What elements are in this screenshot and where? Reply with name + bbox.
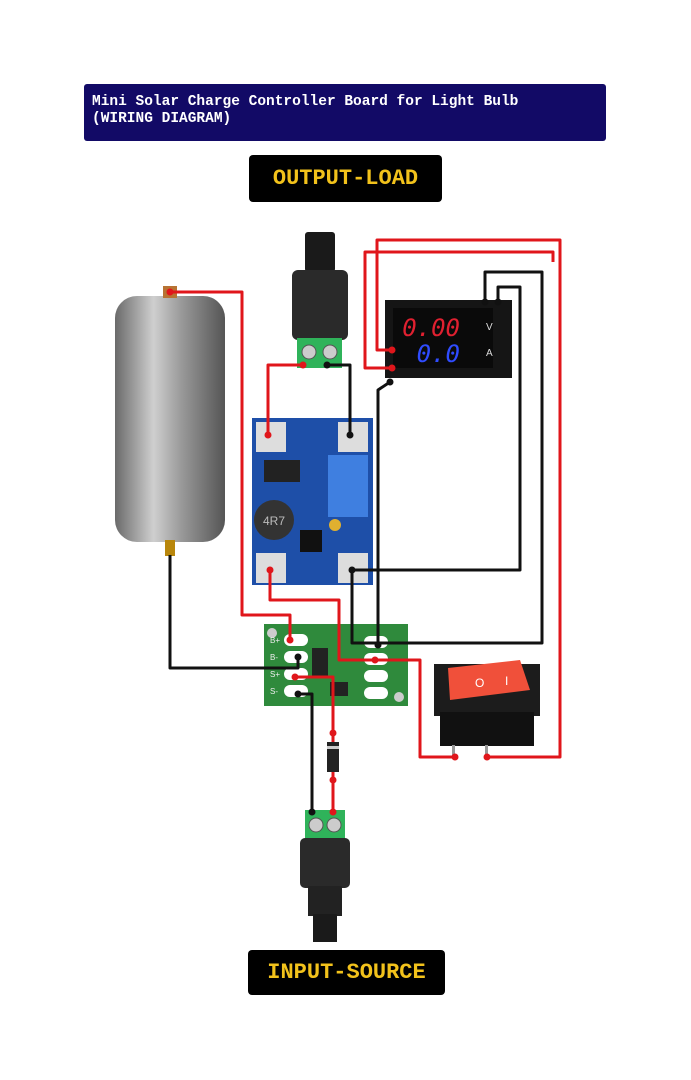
boost-converter-board: 4R7 xyxy=(252,418,373,585)
wire-output-positive xyxy=(266,363,303,435)
wire-boost-to-meter-b xyxy=(350,270,544,645)
voltage-readout: 0.00 xyxy=(402,314,460,342)
output-load-label: OUTPUT-LOAD xyxy=(249,155,442,202)
pad-s-plus: S+ xyxy=(270,670,280,679)
pad-b-plus: B+ xyxy=(270,636,280,645)
wire-battery-negative xyxy=(168,555,300,670)
pad-b-minus: B- xyxy=(270,653,278,662)
switch-on-mark: I xyxy=(505,674,508,688)
input-source-label: INPUT-SOURCE xyxy=(248,950,445,995)
title-line-2: (WIRING DIAGRAM) xyxy=(92,111,232,127)
pad-s-minus: S- xyxy=(270,687,278,696)
battery-negative-terminal xyxy=(165,540,175,556)
diode xyxy=(327,742,339,772)
rocker-switch[interactable]: O I xyxy=(434,660,540,757)
diagram-title: Mini Solar Charge Controller Board for L… xyxy=(84,84,606,141)
input-dc-jack xyxy=(300,810,350,942)
wire-solar-negative xyxy=(298,692,314,812)
title-line-1: Mini Solar Charge Controller Board for L… xyxy=(92,94,519,110)
switch-off-mark: O xyxy=(475,676,484,690)
voltage-unit: V xyxy=(486,322,493,333)
wire-battery-positive xyxy=(170,290,292,640)
potentiometer xyxy=(328,455,368,517)
inductor xyxy=(254,500,294,540)
wire-meter-supply xyxy=(363,250,555,370)
output-dc-jack xyxy=(292,232,348,368)
wire-output-negative xyxy=(327,363,352,435)
current-readout: 0.0 xyxy=(417,340,460,368)
volt-amp-meter: 0.00 V 0.0 A xyxy=(385,300,512,378)
current-unit: A xyxy=(486,348,493,359)
wire-boost-to-meter-a xyxy=(352,285,522,572)
wire-solar-positive xyxy=(295,675,335,742)
inductor-label: 4R7 xyxy=(263,514,285,528)
wires xyxy=(168,238,562,812)
wire-meter-negative xyxy=(376,380,391,645)
wire-boost-to-switch xyxy=(268,570,455,759)
battery xyxy=(115,286,225,556)
wire-meter-to-switch xyxy=(375,238,562,759)
solar-charge-controller-board: B+ B- S+ S- xyxy=(264,624,408,706)
